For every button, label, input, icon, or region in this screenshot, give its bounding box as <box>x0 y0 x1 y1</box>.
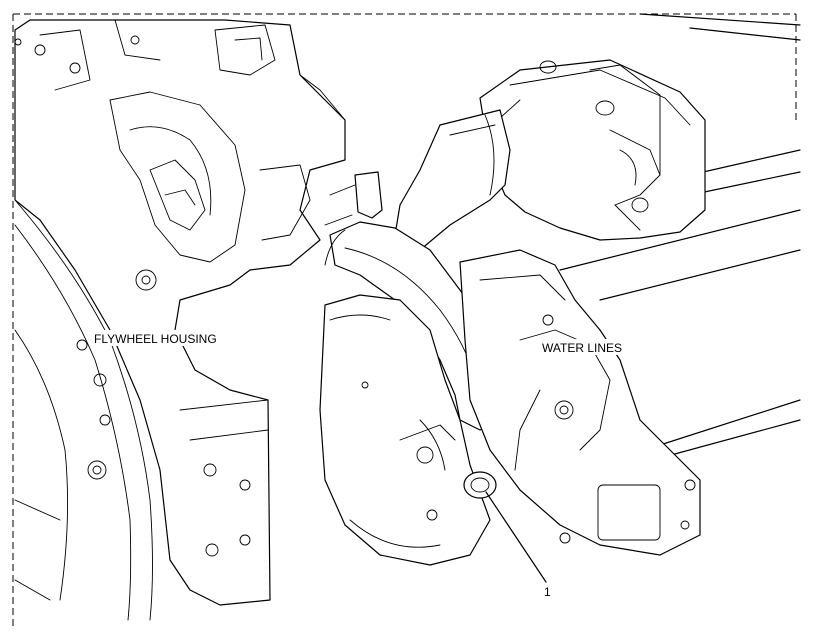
upper-elbow-pipe <box>394 109 511 251</box>
motor-housing <box>479 59 706 241</box>
water-pump-housing <box>319 294 491 566</box>
right-bracket <box>459 249 701 556</box>
fitting-1 <box>463 471 497 499</box>
right-cylinder <box>559 13 801 459</box>
water-lines-label: WATER LINES <box>542 341 622 355</box>
frame-border <box>12 13 797 628</box>
leader-lines <box>485 491 547 583</box>
flywheel-label-bg <box>92 330 232 346</box>
pipe-clamp <box>324 171 383 226</box>
water-lines-label-bg <box>540 339 634 355</box>
callout-1-label: 1 <box>544 585 551 599</box>
flywheel-housing <box>14 19 346 621</box>
flywheel-housing-label: FLYWHEEL HOUSING <box>94 332 217 346</box>
callout-1-leader <box>485 491 547 583</box>
